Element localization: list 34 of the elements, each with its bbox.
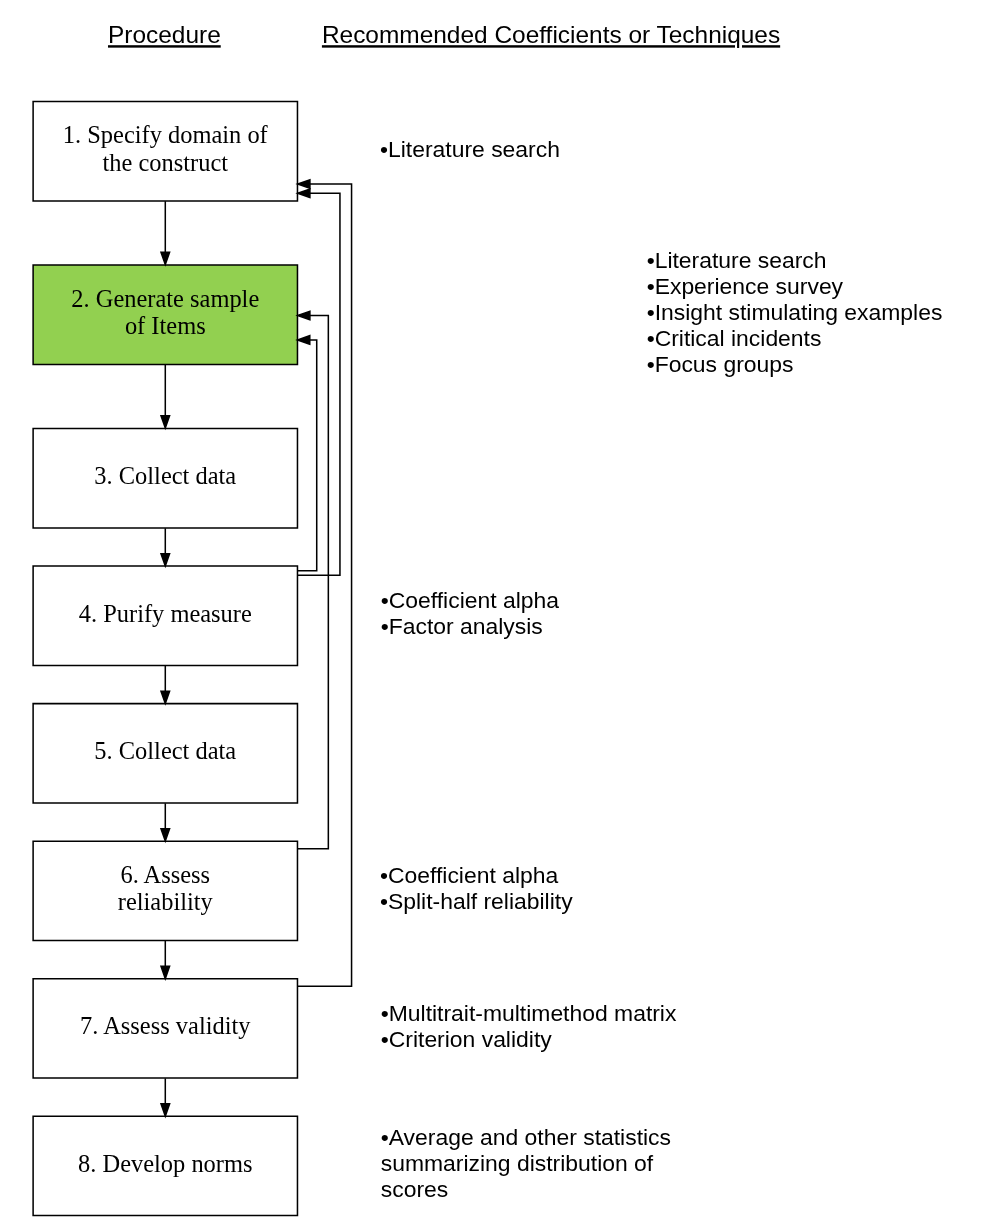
label: Procedure [107,21,221,49]
node-label: •Split-half reliability [379,888,573,915]
arrow [159,363,171,431]
node-box: 2. Generate sample of Items [31,264,298,366]
node-label: •Coefficient alpha [380,587,559,614]
node-label: •Multitrait-multimethod matrix [380,999,676,1026]
node-label: •Average and other statistics summarizing distribution of scores [380,1124,671,1203]
node-box: 8. Develop norms [31,1115,298,1217]
node-label: •Experience survey [646,273,843,300]
arrow [159,802,171,844]
node-box: 6. Assess reliability [31,840,298,942]
node-box: 7. Assess validity [31,977,298,1079]
node-label: •Factor analysis [380,613,543,640]
node-label: •Critical incidents [646,325,821,352]
node-box: 4. Purify measure [31,565,298,667]
arrow [294,334,317,572]
node-label: •Criterion validity [380,1025,552,1052]
node-label: •Coefficient alpha [379,862,558,889]
arrow [159,940,171,981]
arrow [294,310,329,850]
arrow [159,1077,171,1119]
node-label: •Focus groups [646,351,793,378]
node-box: 1. Specify domain of the construct [31,100,298,202]
node-box: 3. Collect data [31,427,298,529]
node-label: •Literature search [379,135,560,162]
arrow [159,527,171,569]
node-box: 5. Collect data [31,702,298,804]
arrow [294,178,352,988]
node-label: •Insight stimulating examples [646,299,942,326]
node-label: •Literature search [646,247,827,274]
label: Recommended Coefficients or Techniques [321,21,780,49]
arrow [159,200,171,267]
arrow [294,187,341,577]
arrow [159,665,171,706]
